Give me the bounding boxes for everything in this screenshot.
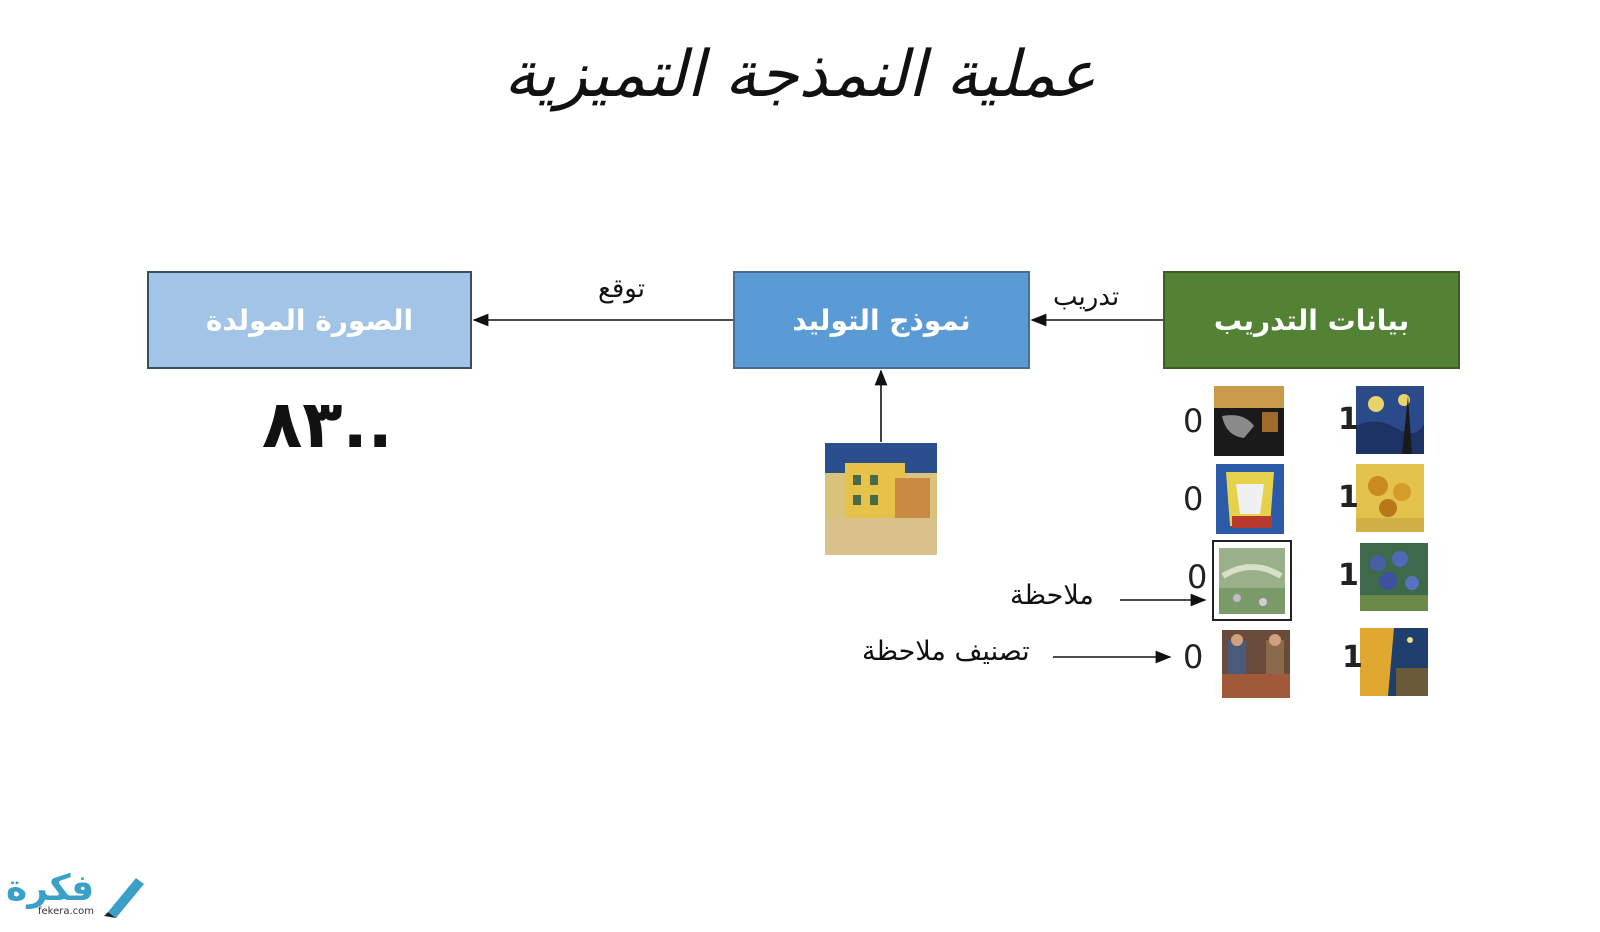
generative-model-label: نموذج التوليد xyxy=(792,303,971,337)
pencil-icon xyxy=(104,878,144,918)
negative-sample-weeping-woman xyxy=(1216,464,1284,534)
negative-label-1: 0 xyxy=(1183,402,1204,440)
site-logo: فكرة xyxy=(6,868,94,909)
negative-label-2: 0 xyxy=(1183,480,1204,518)
input-painting-yellow-house xyxy=(825,443,937,555)
positive-sample-starry-night xyxy=(1356,386,1424,454)
positive-label-3: 1 xyxy=(1338,558,1359,593)
diagram-title: عملية النمذجة التميزية xyxy=(503,38,1097,112)
training-data-label: بيانات التدريب xyxy=(1213,303,1410,337)
generated-image-box: الصورة المولدة xyxy=(147,271,472,369)
annotation-observation: ملاحظة xyxy=(1010,580,1094,611)
positive-label-1: 1 xyxy=(1338,402,1359,437)
generative-model-box: نموذج التوليد xyxy=(733,271,1030,369)
positive-label-4: 1 xyxy=(1342,640,1363,675)
negative-label-4: 0 xyxy=(1183,638,1204,676)
negative-sample-persistence-of-memory xyxy=(1214,386,1284,456)
output-value: ٨٣.. xyxy=(262,386,393,463)
training-data-box: بيانات التدريب xyxy=(1163,271,1460,369)
positive-sample-cafe-terrace xyxy=(1360,628,1428,696)
positive-label-2: 1 xyxy=(1338,480,1359,515)
positive-sample-irises xyxy=(1360,543,1428,611)
edge-label-predict: توقع xyxy=(598,274,645,304)
edge-label-train: تدريب xyxy=(1053,282,1120,312)
negative-sample-card-players xyxy=(1222,630,1290,698)
negative-label-3: 0 xyxy=(1187,558,1208,596)
annotation-observation-classification: تصنيف ملاحظة xyxy=(862,636,1030,667)
logo-text: فكرة xyxy=(6,868,95,909)
negative-sample-water-lilies-bridge xyxy=(1219,548,1285,614)
logo-domain: fekera.com xyxy=(38,906,95,917)
positive-sample-sunflowers xyxy=(1356,464,1424,532)
generated-image-label: الصورة المولدة xyxy=(205,303,414,337)
